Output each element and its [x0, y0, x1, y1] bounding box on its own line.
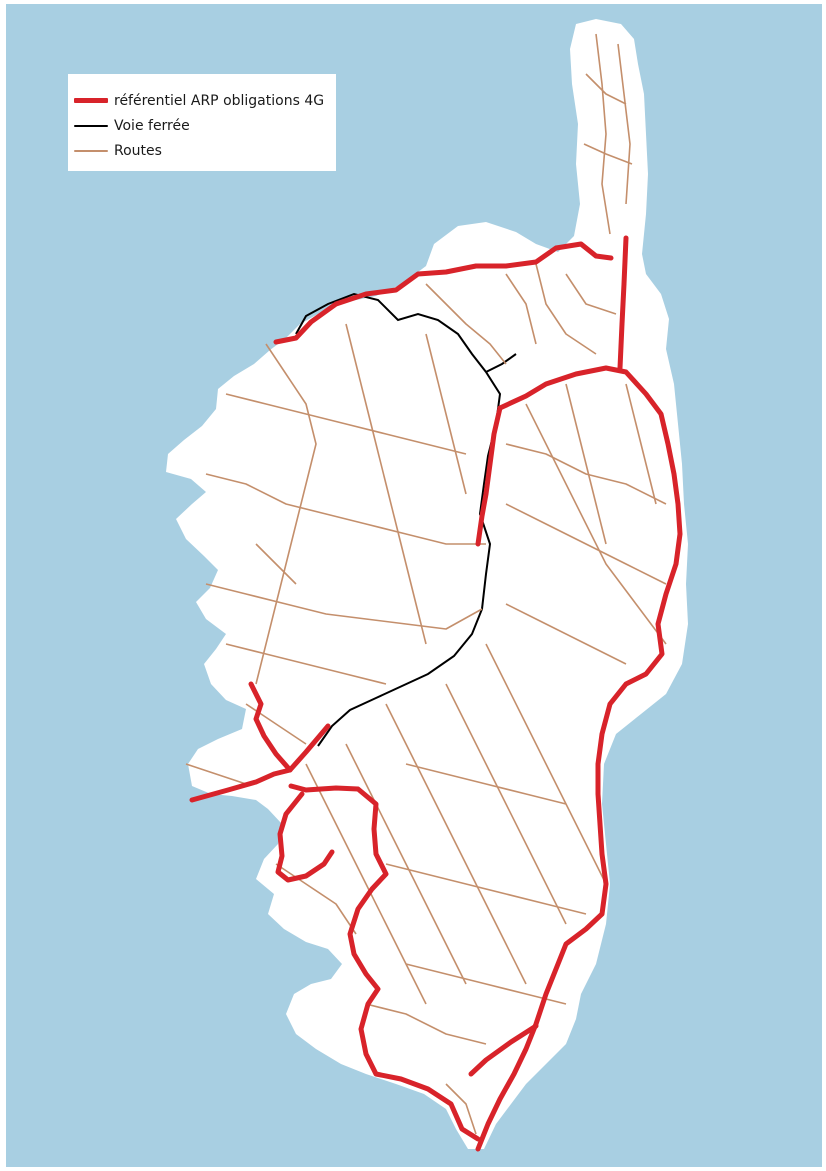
island-landmass	[166, 19, 688, 1149]
legend-swatch-rail	[74, 124, 108, 127]
legend-label-arp: référentiel ARP obligations 4G	[114, 92, 325, 109]
roads-network	[185, 33, 667, 1135]
map-legend: référentiel ARP obligations 4G Voie ferr…	[68, 74, 336, 171]
legend-swatch-arp	[74, 98, 108, 103]
rail-branch	[485, 353, 517, 373]
legend-item-rail: Voie ferrée	[74, 113, 336, 138]
legend-label-rail: Voie ferrée	[114, 117, 190, 134]
legend-swatch-roads	[74, 149, 108, 152]
legend-item-roads: Routes	[74, 138, 336, 163]
legend-item-arp: référentiel ARP obligations 4G	[74, 88, 336, 113]
arp-referential	[189, 235, 683, 1152]
rail-line	[295, 292, 502, 747]
corsica-map	[6, 4, 822, 1167]
legend-label-roads: Routes	[114, 142, 162, 159]
map-frame: référentiel ARP obligations 4G Voie ferr…	[6, 4, 822, 1167]
